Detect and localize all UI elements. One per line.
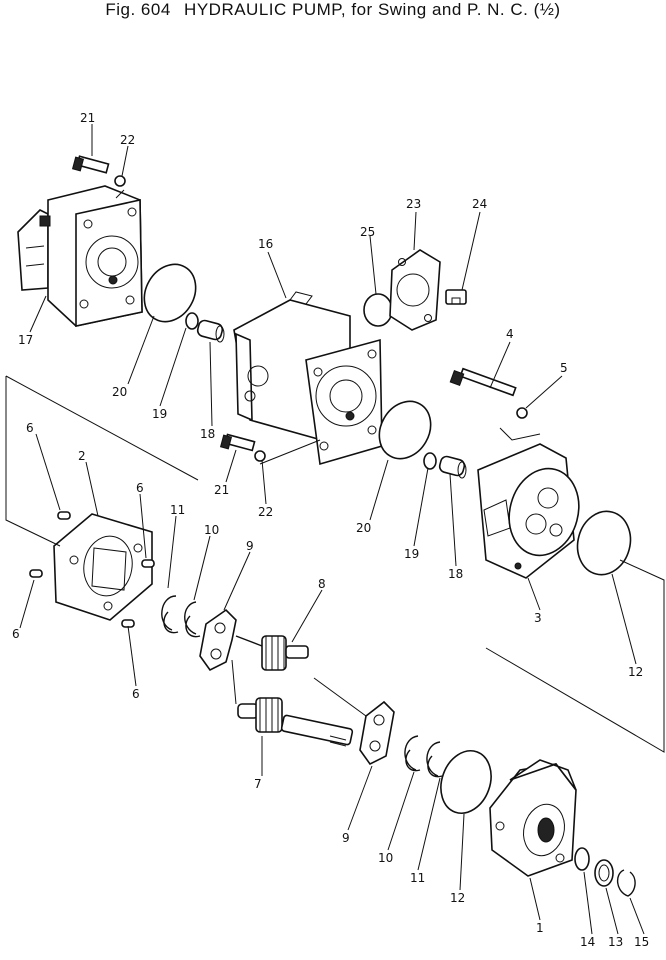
callout-9-upper: 9 [246,539,254,553]
callout-5: 5 [560,361,568,375]
callout-12-lower: 12 [450,891,465,905]
front-cover-1 [489,759,577,877]
side-plate-9-lower [359,700,395,766]
gear-housing-2 [53,513,153,621]
dowel-pin-6b [141,559,155,568]
assembly-lines [5,189,665,753]
callout-14: 14 [580,935,595,949]
o-ring-20-lower [378,400,432,460]
callout-6-d: 6 [132,687,140,701]
o-ring-20-upper [143,263,197,323]
o-ring-12-upper [576,510,632,576]
bolt-21-lower [219,433,256,452]
callout-25: 25 [360,225,375,239]
bushing-18-upper [196,319,225,343]
dowel-pin-6d [121,619,135,628]
callout-8: 8 [318,577,326,591]
callout-19-upper: 19 [152,407,167,421]
seal-ring-19-lower [423,452,437,470]
pump-section-16 [233,291,383,466]
callout-1: 1 [536,921,544,935]
callout-3: 3 [534,611,542,625]
callout-20-upper: 20 [112,385,127,399]
dowel-pin-6c [29,569,43,578]
oil-seal-13 [594,859,614,887]
callout-18-upper: 18 [200,427,215,441]
gear-8 [235,635,309,671]
side-plate-9-upper [199,608,237,672]
washer-5 [516,407,528,419]
callout-15: 15 [634,935,649,949]
pump-section-17 [17,185,143,327]
o-ring-12-lower [440,750,492,814]
callout-13: 13 [608,935,623,949]
backup-ring-10-upper [184,601,201,638]
callout-17: 17 [18,333,33,347]
washer-22-upper [114,175,126,187]
leader-lines [19,124,645,935]
callout-21-lower: 21 [214,483,229,497]
callout-7: 7 [254,777,262,791]
callout-4: 4 [506,327,514,341]
callout-2: 2 [78,449,86,463]
bolt-24 [445,289,467,305]
callout-20-lower: 20 [356,521,371,535]
callout-labels: 21 22 17 16 25 23 24 20 19 18 4 5 21 22 … [12,111,649,949]
bolt-21-upper [71,155,110,174]
callout-21-upper: 21 [80,111,95,125]
callout-16: 16 [258,237,273,251]
callout-22-upper: 22 [120,133,135,147]
washer-22-lower [254,450,266,462]
drive-gear-shaft-7 [237,697,354,747]
figure-number: Fig. 604 [105,0,171,19]
o-ring-25 [363,293,393,327]
callout-6-b: 6 [136,481,144,495]
callout-6-c: 6 [12,627,20,641]
callout-24: 24 [472,197,487,211]
callout-23: 23 [406,197,421,211]
callout-22-lower: 22 [258,505,273,519]
callout-11-lower: 11 [410,871,425,885]
seal-ring-19-upper [185,312,199,330]
callout-6-a: 6 [26,421,34,435]
callout-10-lower: 10 [378,851,393,865]
figure-title: Fig. 604 HYDRAULIC PUMP, for Swing and P… [0,0,666,20]
backup-ring-11-lower [426,741,443,778]
ring-14 [574,847,590,871]
flange-23 [389,249,441,331]
dowel-pin-6a [57,511,71,520]
callout-12-upper: 12 [628,665,643,679]
callout-19-lower: 19 [404,547,419,561]
callout-11-upper: 11 [170,503,185,517]
callout-18-lower: 18 [448,567,463,581]
figure-caption: HYDRAULIC PUMP, for Swing and P. N. C. (… [184,0,561,19]
callout-9-lower: 9 [342,831,350,845]
bushing-18-lower [438,455,467,479]
backup-ring-11-upper [161,595,179,634]
snap-ring-15 [617,869,636,897]
pump-body-3 [477,443,580,579]
bolt-4 [449,367,517,397]
backup-ring-10-lower [404,735,421,772]
callout-10-upper: 10 [204,523,219,537]
